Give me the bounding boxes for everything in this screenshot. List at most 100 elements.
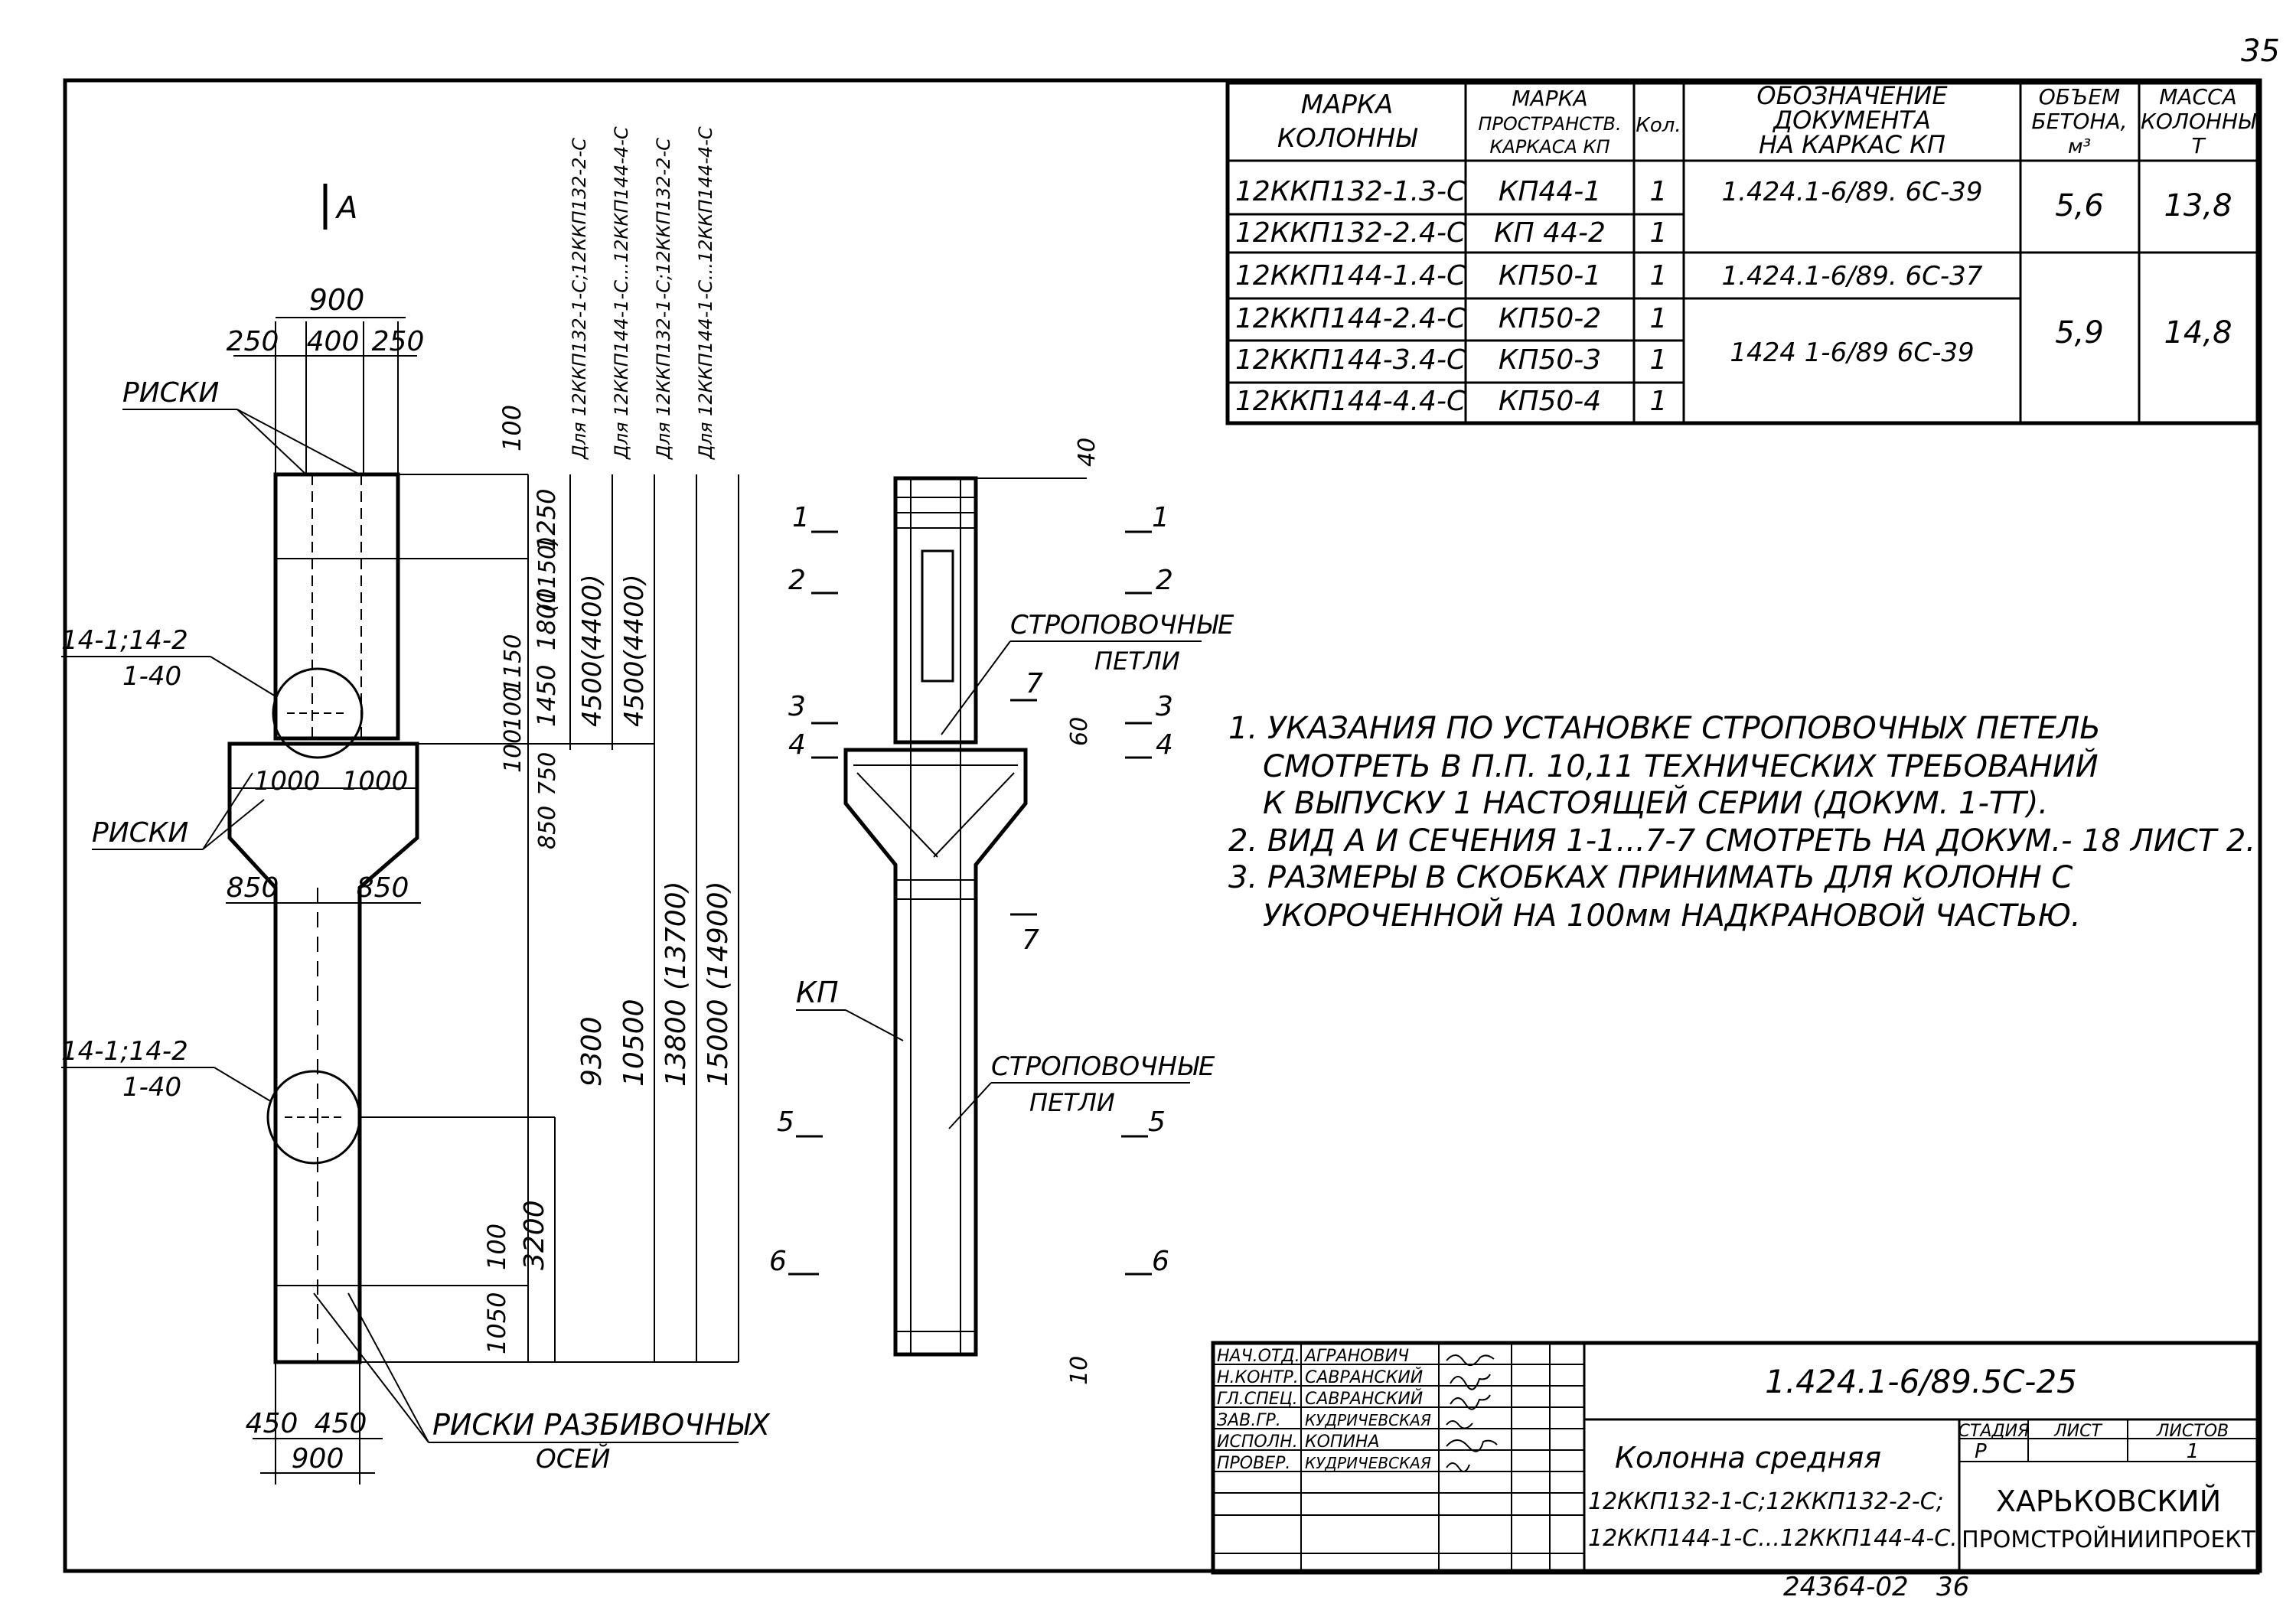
header-frame-3: КАРКАСА КП [1489, 136, 1609, 158]
signature-image [1446, 1439, 1498, 1452]
dim-10: 10 [1066, 1356, 1093, 1385]
spec-table: МАРКА КОЛОННЫ МАРКА ПРОСТРАНСТВ. КАРКАСА… [1225, 80, 2260, 425]
dim-column-header: Для 12ККП132-1-С;12ККП132-2-С [569, 138, 590, 460]
signature-image [1446, 1354, 1495, 1366]
mass-group: 13,8 [2164, 188, 2232, 223]
item-marks: 12ККП144-1-С...12ККП144-4-С. [1588, 1525, 1958, 1552]
marks-label-2: РИСКИ [92, 817, 188, 849]
notes: 1. УКАЗАНИЯ ПО УСТАНОВКЕ СТРОПОВОЧНЫХ ПЕ… [1228, 711, 2255, 934]
header-mass-1: МАССА [2159, 84, 2237, 109]
dim-top-part: 250 [227, 326, 279, 357]
sheet-corner-number: 35 [2241, 34, 2280, 69]
node-label-2: 14-1;14-2 [61, 1036, 188, 1067]
item-title: Колонна средняя [1615, 1441, 1881, 1475]
row-qty: 1 [1650, 217, 1668, 249]
dim-vertical: 1450 [532, 665, 561, 727]
note-line: УКОРОЧЕННОЙ НА 100мм НАДКРАНОВОЙ ЧАСТЬЮ. [1263, 897, 2081, 934]
dim-vertical: 13800 (13700) [660, 881, 692, 1087]
dim-bottom-width: 900 [292, 1443, 344, 1475]
section-mark: 6 [1152, 1246, 1169, 1277]
view-label: А [334, 191, 357, 226]
dim-vertical: 1150 [500, 634, 527, 693]
row-frame: КП50-3 [1499, 344, 1601, 376]
stage-label: СТАДИЯ [1958, 1422, 2030, 1441]
dim-vertical: (1150) [534, 536, 561, 612]
row-mark: 12ККП132-2.4-С [1235, 217, 1466, 249]
dim-corbel: 1000 [254, 766, 321, 797]
dim-vertical: 10500 [618, 999, 650, 1087]
header-doc-2: ДОКУМЕНТА [1772, 106, 1931, 135]
header-mass-3: Т [2191, 133, 2206, 158]
marks-label: РИСКИ [122, 377, 219, 409]
title-block: НАЧ.ОТД. АГРАНОВИЧ Н.КОНТР. САВРАНСКИЙ Г… [1211, 1341, 2260, 1575]
dim-vertical: 100 [482, 1224, 511, 1270]
node-label-1b: 1-40 [122, 661, 181, 692]
doc-group: 1.424.1-6/89. 6С-39 [1722, 177, 1983, 207]
note-line: СМОТРЕТЬ В П.П. 10,11 ТЕХНИЧЕСКИХ ТРЕБОВ… [1263, 748, 2099, 784]
kp-label: КП [796, 976, 839, 1009]
header-vol-2: БЕТОНА, [2031, 109, 2127, 134]
staff-role: ИСПОЛН. [1217, 1432, 1298, 1452]
dim-bottom-part: 450 [246, 1408, 298, 1439]
loops-label: ПЕТЛИ [1029, 1088, 1115, 1117]
staff-role: ЗАВ.ГР. [1217, 1411, 1281, 1430]
vol-group: 5,6 [2055, 188, 2104, 223]
section-mark: 5 [777, 1106, 794, 1138]
dim-vertical: 4500(4400) [577, 574, 608, 727]
mass-group: 14,8 [2164, 315, 2232, 350]
column-section-view: 40 60 10 1 2 3 4 5 6 1 2 3 4 5 6 7 7 С [769, 438, 1234, 1385]
note-line: К ВЫПУСКУ 1 НАСТОЯЩЕЙ СЕРИИ (ДОКУМ. 1-ТТ… [1263, 784, 2048, 821]
dim-vertical: 100 [500, 729, 527, 773]
section-mark: 1 [792, 502, 810, 533]
row-qty: 1 [1650, 303, 1668, 334]
signature-image [1446, 1462, 1470, 1473]
dim-column-header: Для 12ККП132-1-С;12ККП132-2-С [653, 138, 674, 460]
row-frame: КП50-2 [1499, 303, 1601, 334]
sheets-value: 1 [2187, 1440, 2200, 1463]
staff-name: САВРАНСКИЙ [1305, 1367, 1423, 1387]
staff-role: ГЛ.СПЕЦ. [1217, 1390, 1298, 1409]
signature-image [1450, 1374, 1491, 1390]
node-label-2b: 1-40 [122, 1072, 181, 1103]
section-7-mark: 7 [1026, 668, 1043, 699]
section-mark: 6 [769, 1246, 787, 1277]
row-mark: 12ККП132-1.3-С [1235, 176, 1466, 207]
header-mass-2: КОЛОННЫ [2141, 109, 2256, 134]
dim-vertical: 100 [497, 405, 527, 451]
row-mark: 12ККП144-2.4-С [1235, 303, 1466, 334]
sheet-label: ЛИСТ [2053, 1422, 2102, 1441]
staff-name: АГРАНОВИЧ [1303, 1347, 1409, 1366]
header-vol-3: м³ [2068, 135, 2091, 158]
note-line: 3. РАЗМЕРЫ В СКОБКАХ ПРИНИМАТЬ ДЛЯ КОЛОН… [1228, 860, 2073, 895]
doc-group: 1424 1-6/89 6С-39 [1730, 337, 1974, 368]
dim-40: 40 [1074, 438, 1101, 467]
header-frame-2: ПРОСТРАНСТВ. [1478, 113, 1621, 135]
section-mark: 2 [788, 565, 806, 596]
row-frame: КП 44-2 [1494, 217, 1606, 249]
staff-name: КУДРИЧЕВСКАЯ [1305, 1411, 1431, 1429]
dim-vertical: 850 [534, 806, 561, 849]
dim-vertical: 3200 [519, 1200, 550, 1270]
dim-side: 850 [227, 872, 279, 904]
sheets-label: ЛИСТОВ [2156, 1422, 2229, 1441]
dim-top-part: 400 [307, 326, 360, 357]
row-mark: 12ККП144-4.4-С [1235, 386, 1466, 417]
staff-role: ПРОВЕР. [1217, 1454, 1290, 1473]
dim-vertical: 9300 [576, 1016, 608, 1087]
dim-corbel: 1000 [342, 766, 409, 797]
dim-vertical: 4500(4400) [619, 574, 650, 727]
dim-vertical: 1250 [532, 489, 561, 551]
row-frame: КП50-1 [1499, 260, 1601, 292]
dim-column-header: Для 12ККП144-1-С...12ККП144-4-С [611, 126, 632, 460]
loops-label: СТРОПОВОЧНЫЕ [1010, 610, 1234, 640]
loops-label: ПЕТЛИ [1094, 647, 1180, 676]
section-mark: 3 [1156, 691, 1173, 722]
section-mark: 4 [788, 729, 806, 761]
header-qty: Кол. [1636, 114, 1681, 137]
note-line: 2. ВИД А И СЕЧЕНИЯ 1-1...7-7 СМОТРЕТЬ НА… [1228, 823, 2255, 859]
note-line: 1. УКАЗАНИЯ ПО УСТАНОВКЕ СТРОПОВОЧНЫХ ПЕ… [1228, 711, 2101, 746]
stage-value: Р [1975, 1440, 1987, 1463]
org-name: ХАРЬКОВСКИЙ [1996, 1484, 2221, 1518]
dim-vertical: 1800 [532, 588, 561, 650]
section-mark: 3 [788, 691, 806, 722]
